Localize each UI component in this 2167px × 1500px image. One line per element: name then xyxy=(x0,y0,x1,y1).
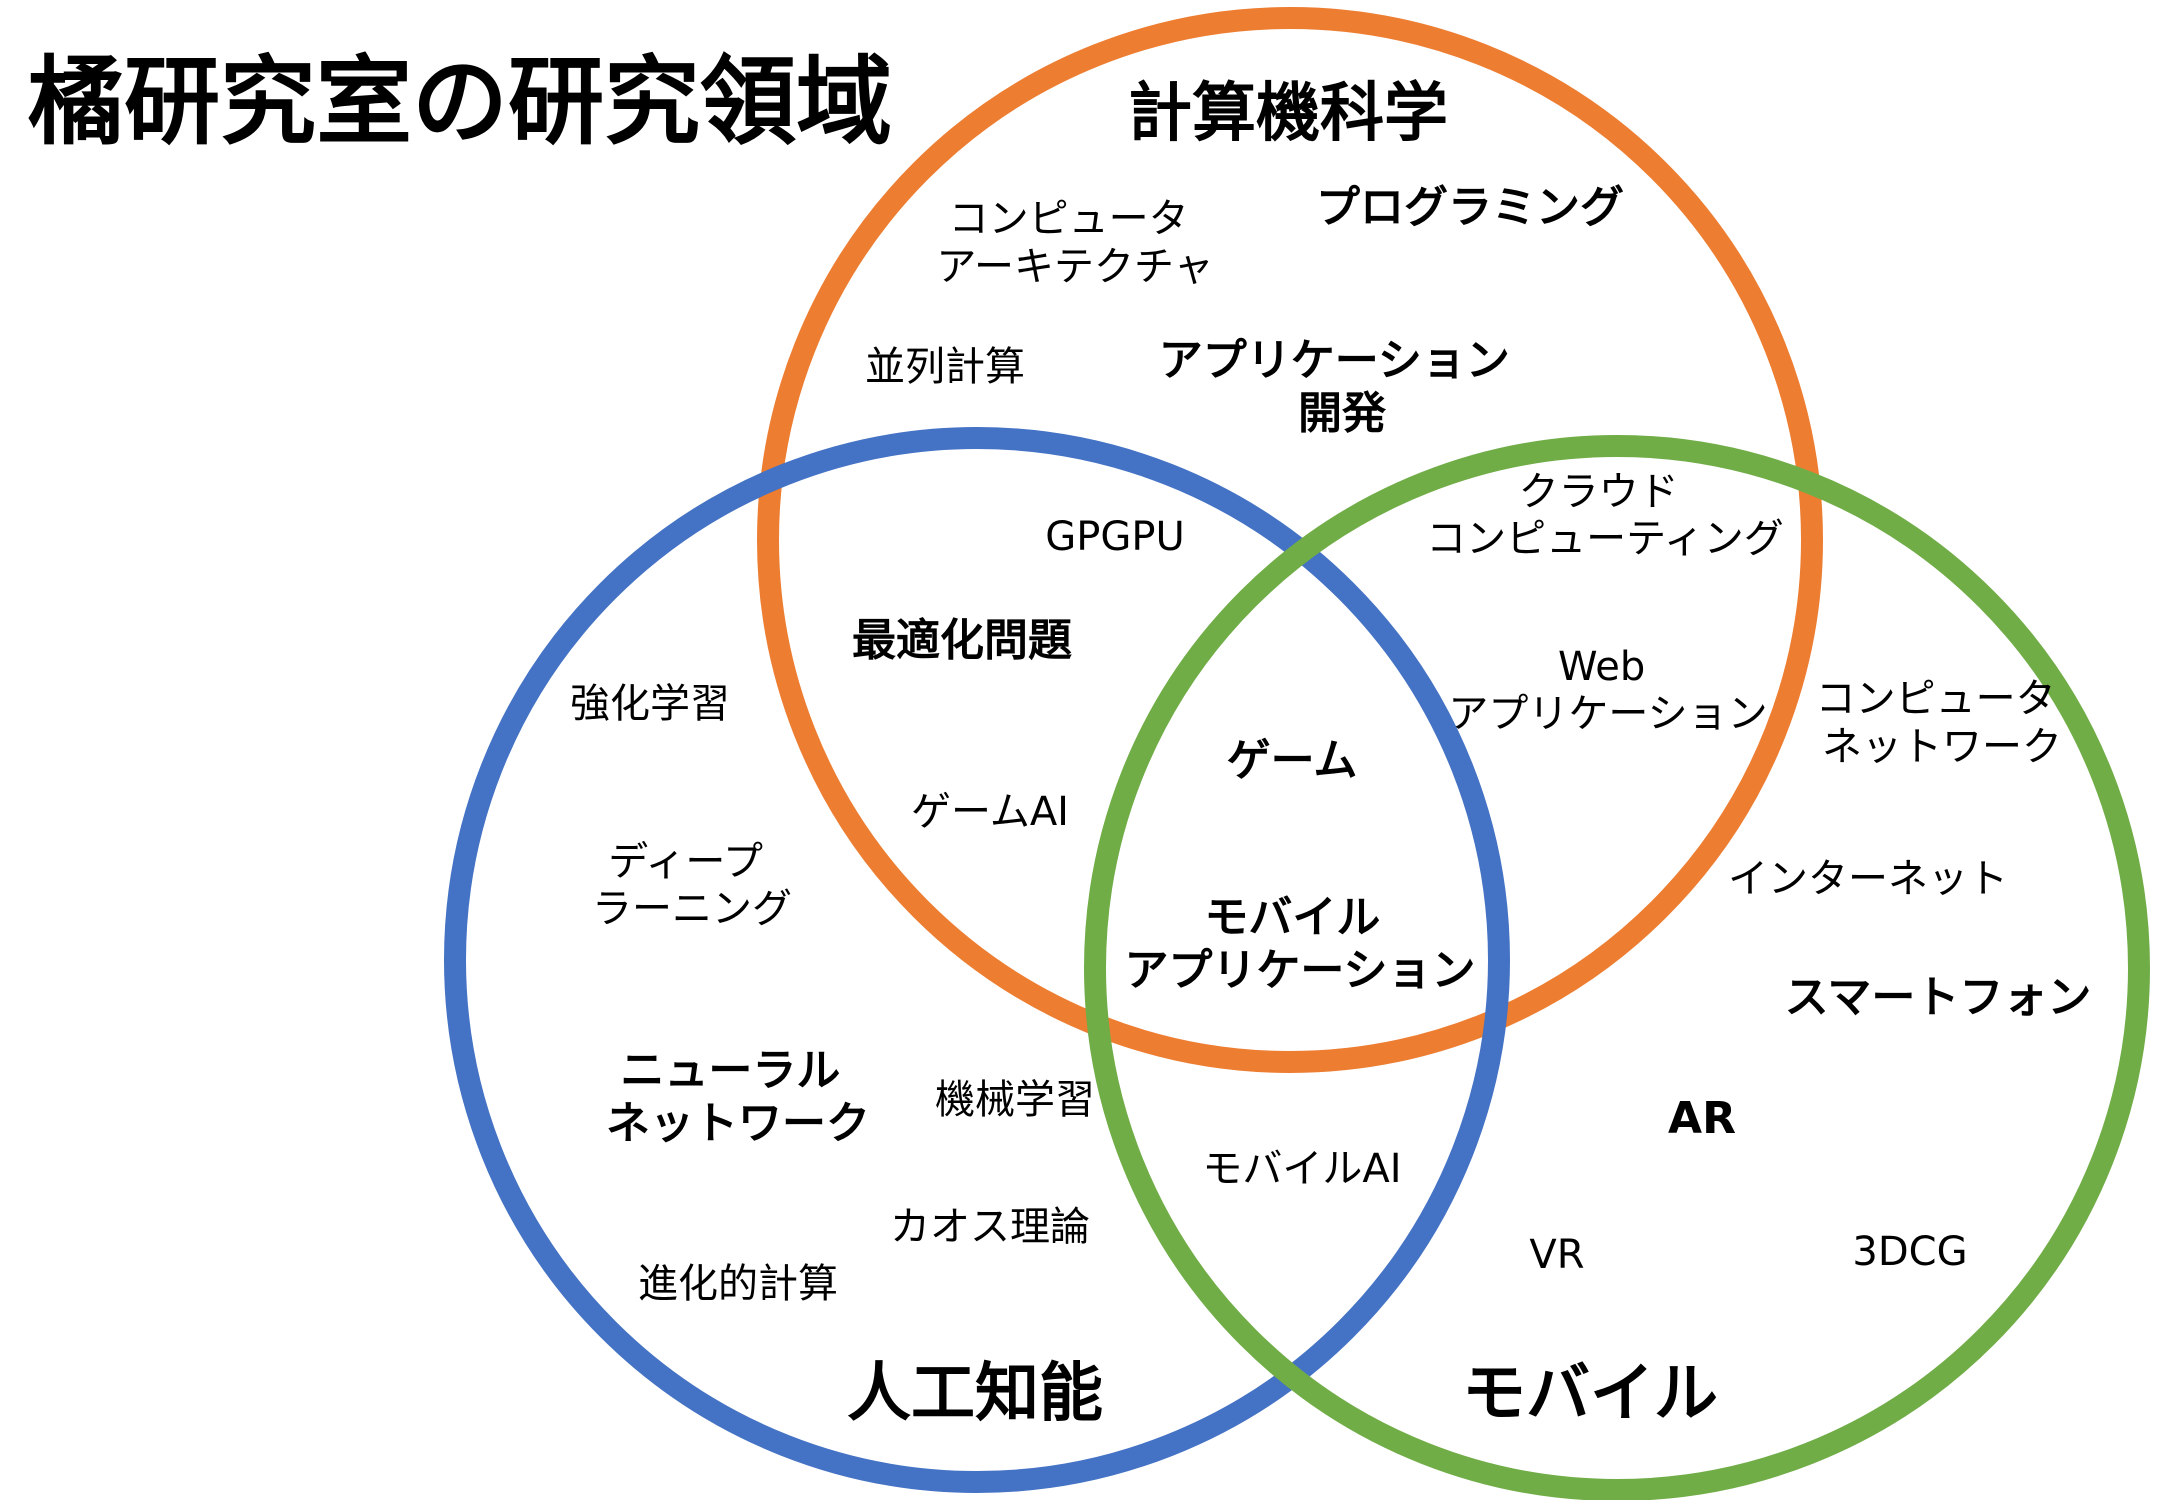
item-neural-network: ニューラル ネットワーク xyxy=(606,1045,870,1149)
item-gpgpu: GPGPU xyxy=(1045,514,1185,560)
page-title: 橘研究室の研究領域 xyxy=(28,46,892,158)
set-label-artificial-intelligence: 人工知能 xyxy=(847,1357,1103,1431)
item-machine-learning: 機械学習 xyxy=(935,1077,1095,1123)
item-computer-architecture: コンピュータ アーキテクチャ xyxy=(936,196,1213,290)
item-application-development: アプリケーション 開発 xyxy=(1159,335,1525,439)
mobile-circle xyxy=(1084,435,2150,1500)
item-reinforcement-learning: 強化学習 xyxy=(570,681,730,727)
item-cloud-computing: クラウド コンピューティング xyxy=(1426,469,1784,562)
computer-science-circle xyxy=(757,7,1823,1073)
set-label-mobile: モバイル xyxy=(1462,1357,1718,1431)
item-deep-learning: ディープ ラーニング xyxy=(592,839,792,932)
item-parallel-computing: 並列計算 xyxy=(865,344,1025,390)
item-internet: インターネット xyxy=(1728,856,2008,902)
item-programming: プログラミング xyxy=(1316,182,1624,233)
artificial-intelligence-circle xyxy=(444,427,1510,1493)
item-3dcg: 3DCG xyxy=(1852,1229,1967,1275)
item-mobile-ai: モバイルAI xyxy=(1202,1146,1401,1192)
item-ar: AR xyxy=(1668,1093,1736,1144)
item-web-application: Web アプリケーション xyxy=(1448,644,1767,737)
item-chaos-theory: カオス理論 xyxy=(890,1204,1090,1250)
item-smartphone: スマートフォン xyxy=(1785,972,2092,1023)
item-game: ゲーム xyxy=(1227,735,1358,786)
item-computer-network: コンピュータ ネットワーク xyxy=(1816,676,2069,770)
set-label-computer-science: 計算機科学 xyxy=(1128,77,1448,151)
item-game-ai: ゲームAI xyxy=(911,789,1069,835)
item-vr: VR xyxy=(1529,1232,1584,1278)
item-optimization: 最適化問題 xyxy=(852,615,1072,666)
item-mobile-application: モバイル アプリケーション xyxy=(1124,892,1475,996)
item-evolutionary-computation: 進化的計算 xyxy=(638,1261,838,1307)
